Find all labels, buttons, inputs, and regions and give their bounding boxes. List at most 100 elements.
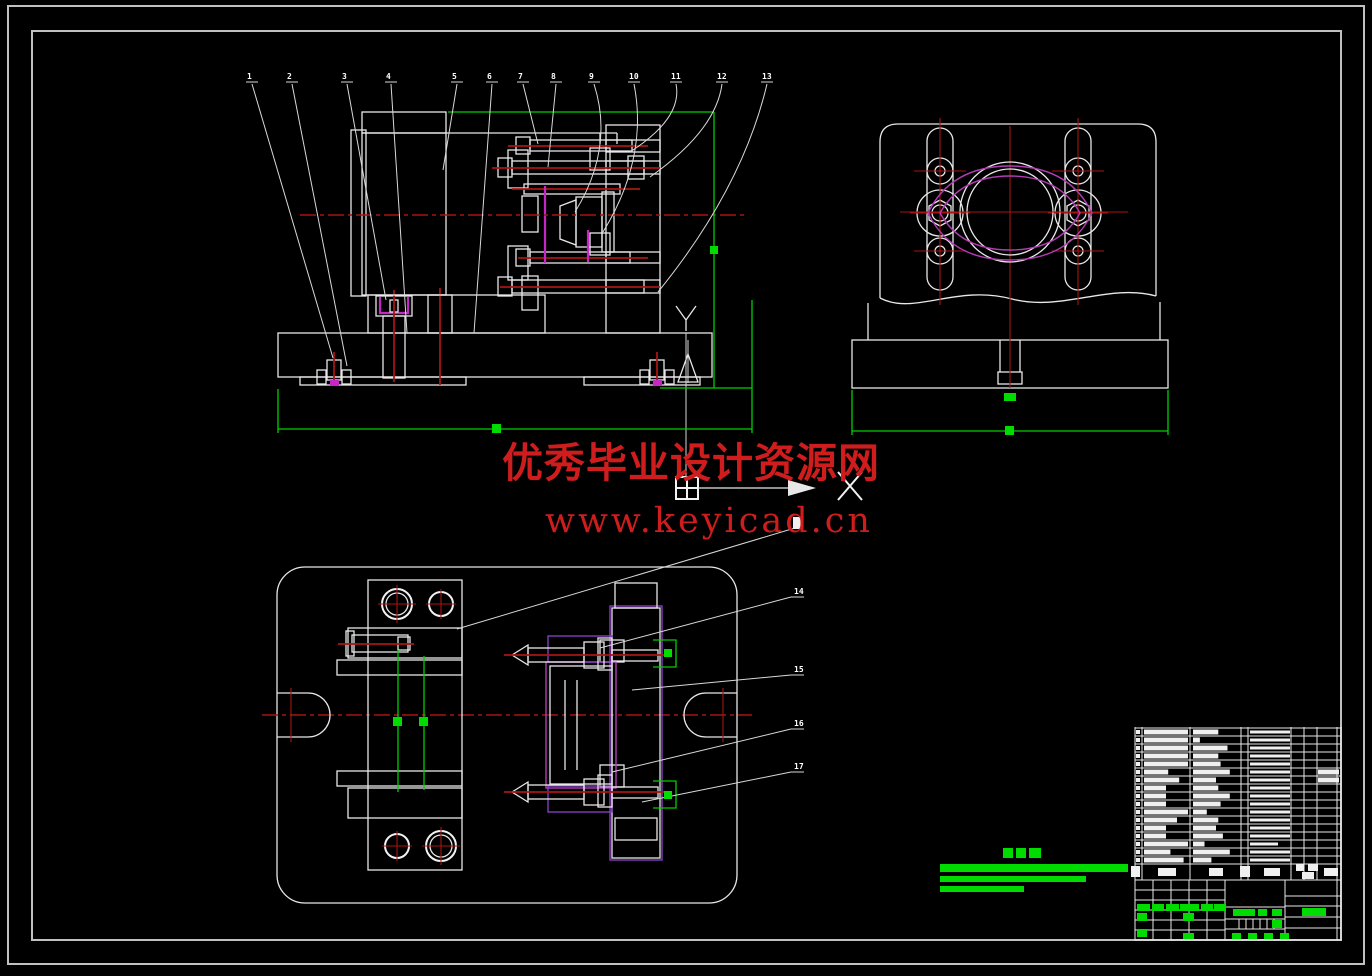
notch-left [277, 688, 331, 742]
title-block-green-text [1264, 933, 1273, 939]
flange-hatched [605, 124, 661, 334]
parts-header-blob [1264, 868, 1280, 876]
leader-line [522, 83, 539, 145]
parts-row-name-bar [1144, 849, 1171, 855]
parts-row-qty-bar [1193, 761, 1221, 767]
parts-row-name-bar [1144, 817, 1177, 823]
break-line [879, 292, 1157, 305]
title-block-green-text [1258, 909, 1267, 916]
parts-row-qty-bar [1193, 777, 1216, 783]
parts-row-qty-bar [1193, 737, 1200, 743]
title-block-green-text [1233, 909, 1255, 916]
tech-req-text-bar [940, 864, 1128, 872]
tech-req-text-bar [940, 886, 1024, 892]
parts-header-blob [1302, 872, 1314, 879]
leader-line [346, 83, 387, 301]
plan-outline [276, 566, 738, 904]
gasket-outline-outer [927, 165, 1093, 261]
parts-row-name-bar [1144, 753, 1188, 759]
bolt-cluster [492, 124, 661, 334]
parts-row-name-bar [1144, 777, 1180, 783]
leader-line [629, 83, 678, 153]
parts-row-qty-bar [1193, 729, 1219, 735]
parts-row-qty-bar [1193, 841, 1205, 847]
parts-row-qty-bar [1193, 745, 1228, 751]
parts-row-name-bar [1144, 761, 1188, 767]
tech-req-title-blob [1016, 848, 1026, 858]
leader-line [649, 83, 723, 178]
title-block-green-text [1248, 933, 1257, 939]
title-block-green-text [1183, 913, 1194, 921]
parts-row-qty-bar [1193, 857, 1212, 863]
view-plan [262, 566, 752, 904]
body-outline [879, 123, 1157, 298]
leader-line [291, 83, 348, 367]
title-block-green-text [1232, 933, 1241, 939]
parts-header-blob [1308, 864, 1318, 871]
title-block-green-text [1272, 909, 1282, 916]
parts-row-name-bar [1144, 825, 1166, 831]
notch-right [683, 688, 737, 742]
title-block-green-text [1302, 908, 1326, 916]
parts-row-name-bar [1144, 729, 1188, 735]
leader-line [251, 83, 334, 359]
callout-number: 16 [794, 719, 804, 728]
upright-block [367, 294, 546, 334]
callout-number: 5 [452, 72, 457, 81]
parts-row-name-bar [1144, 841, 1188, 847]
callout-number: 14 [794, 587, 804, 596]
parts-row-name-bar [1144, 833, 1166, 839]
callout-number: 8 [551, 72, 556, 81]
watermark-line2: www.keyicad.cn [545, 501, 873, 541]
leader-line [574, 83, 602, 213]
leader-line [611, 728, 792, 773]
title-block-green-text [1166, 904, 1179, 911]
callout-number: 6 [487, 72, 492, 81]
parts-header-blob [1131, 866, 1140, 877]
parts-header-blob [1158, 868, 1176, 876]
title-block-green-text [1137, 929, 1147, 937]
leader-line [631, 674, 792, 691]
knurled-strip [350, 129, 367, 297]
callout-number: 17 [794, 762, 804, 771]
title-block-green-text [1183, 933, 1194, 939]
tech-req-text-bar [940, 876, 1086, 882]
tech-req-title-blob [1003, 848, 1013, 858]
plan-right-assembly [504, 582, 672, 861]
parts-row-qty-bar [1193, 785, 1219, 791]
view-front [851, 118, 1169, 435]
ucs-icon [675, 471, 863, 501]
parts-row-qty-bar [1193, 793, 1230, 799]
title-block-green-text [1152, 904, 1164, 911]
title-block-green-text [1272, 920, 1282, 928]
watermark-line1: 优秀毕业设计资源网 [502, 439, 880, 487]
title-block-green-text [1280, 933, 1289, 939]
callout-number: 3 [342, 72, 347, 81]
leader-line [602, 83, 638, 233]
parts-header-blob [1240, 866, 1250, 877]
title-block-green-text [1137, 913, 1147, 921]
dimension-text-blob [492, 424, 501, 433]
parts-row-name-bar [1144, 785, 1166, 791]
callout-number: 1 [247, 72, 252, 81]
callout-number: 10 [629, 72, 639, 81]
gasket-outline-inner [939, 175, 1081, 251]
left-block [367, 579, 463, 871]
parts-row-qty-bar [1193, 817, 1219, 823]
parts-row-name-bar [1144, 801, 1166, 807]
parts-row-name-bar [1144, 809, 1188, 815]
callout-number: 12 [717, 72, 727, 81]
y-symbol [675, 305, 697, 331]
view-side-section [277, 111, 753, 477]
title-block-green-text [1137, 904, 1150, 911]
parts-row-qty-bar [1193, 849, 1230, 855]
dimension-text-blob [393, 717, 402, 726]
parts-row-qty-bar [1193, 809, 1207, 815]
dimension-text-blob [1004, 393, 1016, 401]
leader-line [390, 83, 408, 334]
callout-number: 2 [287, 72, 292, 81]
parts-row-name-bar [1144, 769, 1169, 775]
leader-line [442, 83, 458, 171]
